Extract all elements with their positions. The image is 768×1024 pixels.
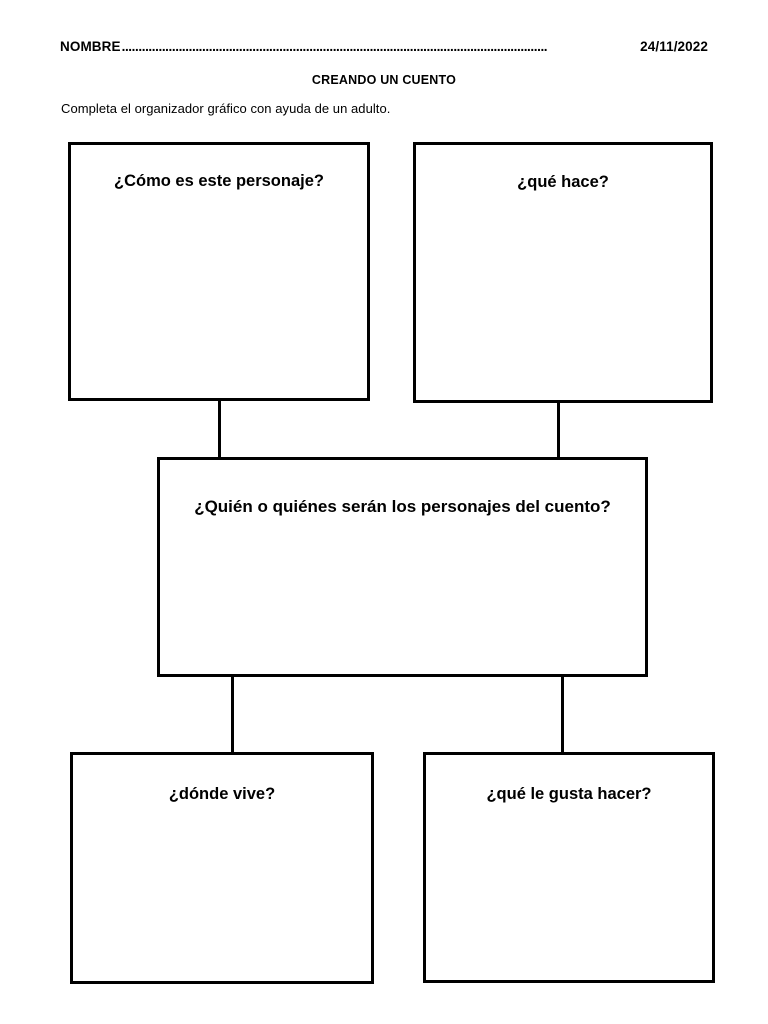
organizer-box-quien-o-quienes[interactable]: ¿Quién o quiénes serán los personajes de… <box>157 457 648 677</box>
organizer-box-label: ¿dónde vive? <box>168 785 276 803</box>
organizer-box-label: ¿qué hace? <box>517 173 609 191</box>
name-field-dotted-leader: ........................................… <box>121 39 548 54</box>
name-field-label: NOMBRE <box>60 39 121 54</box>
organizer-box-como-es-este-personaje[interactable]: ¿Cómo es este personaje? <box>68 142 370 401</box>
connector-line-quien-to-donde <box>231 675 234 753</box>
instruction-text: Completa el organizador gráfico con ayud… <box>61 101 391 116</box>
organizer-box-donde-vive[interactable]: ¿dónde vive? <box>70 752 374 984</box>
name-date-line: NOMBRE .................................… <box>60 39 708 59</box>
connector-line-quien-to-gusta <box>561 675 564 753</box>
organizer-box-label: ¿Cómo es este personaje? <box>114 172 324 190</box>
date-value: 24/11/2022 <box>640 39 708 54</box>
organizer-box-label: ¿Quién o quiénes serán los personajes de… <box>194 497 611 516</box>
organizer-box-que-le-gusta-hacer[interactable]: ¿qué le gusta hacer? <box>423 752 715 983</box>
organizer-box-que-hace[interactable]: ¿qué hace? <box>413 142 713 403</box>
connector-line-hace-to-quien <box>557 402 560 458</box>
organizer-box-label: ¿qué le gusta hacer? <box>486 785 652 803</box>
connector-line-como-to-quien <box>218 400 221 458</box>
page-title: CREANDO UN CUENTO <box>311 73 457 87</box>
